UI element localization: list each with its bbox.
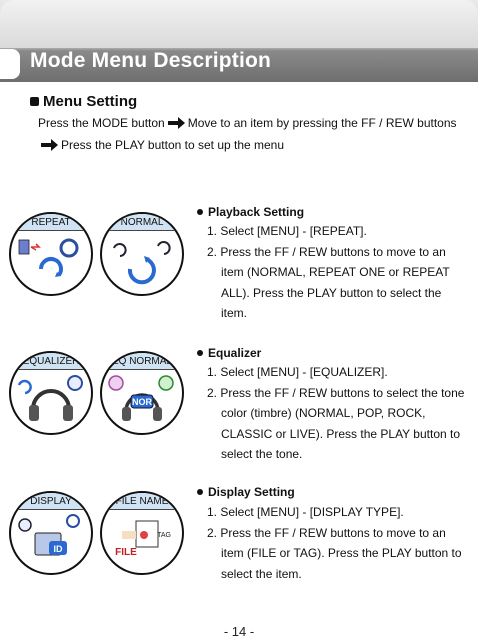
- screen-caption: REPEAT: [11, 214, 91, 231]
- page-number: - 14 -: [223, 624, 255, 639]
- step-2-line-1: 2. Press the FF / REW buttons to move to…: [207, 525, 446, 540]
- display-screens: DISPLAY ID FILE NAME FILE TAG: [9, 491, 184, 575]
- section-title-text: Menu Setting: [43, 93, 138, 110]
- step-2-line-4: item.: [221, 306, 248, 320]
- screen-file-name: FILE NAME FILE TAG: [100, 491, 184, 575]
- item-title-display: Display Setting: [197, 485, 295, 499]
- step-1: 1. Select [MENU] - [REPEAT].: [207, 224, 367, 238]
- step-2-line-1: 2. Press the FF / REW buttons to move to…: [207, 244, 446, 259]
- arrow-right-icon: [167, 117, 185, 129]
- square-bullet-icon: [30, 97, 39, 106]
- step-2-line-2: item (FILE or TAG). Press the PLAY butto…: [221, 546, 462, 560]
- step-2-line-4: select the tone.: [221, 447, 303, 461]
- equalizer-icon: NOR: [108, 375, 174, 421]
- screen-normal: NORMAL: [100, 212, 184, 296]
- step-2-line-2: color (timbre) (NORMAL, POP, ROCK,: [221, 406, 426, 420]
- intro-line-2: Press the PLAY button to set up the menu: [38, 138, 284, 152]
- item-title-text: Playback Setting: [208, 205, 305, 219]
- equalizer-steps: 1. Select [MENU] - [EQUALIZER]. 2. Press…: [207, 362, 464, 465]
- step-1: 1. Select [MENU] - [EQUALIZER].: [207, 365, 388, 379]
- id-badge: ID: [54, 544, 64, 554]
- step-2-line-3: CLASSIC or LIVE). Press the PLAY button …: [221, 426, 461, 441]
- step-2-line-3: select the item.: [221, 566, 302, 581]
- screen-caption: EQ NORMAL: [102, 353, 182, 370]
- headphone-icon: [17, 375, 83, 421]
- screen-caption: EQUALIZER: [11, 353, 91, 370]
- bullet-icon: [197, 350, 203, 356]
- intro-text-c: Press the PLAY button to set up the menu: [61, 138, 285, 152]
- nor-badge: NOR: [132, 397, 153, 407]
- file-tag-icon: FILE TAG: [115, 520, 171, 558]
- intro-text-a: Press the MODE button: [38, 116, 165, 130]
- display-steps: 1. Select [MENU] - [DISPLAY TYPE]. 2. Pr…: [207, 502, 462, 584]
- arrow-right-icon: [41, 139, 58, 151]
- step-1: 1. Select [MENU] - [DISPLAY TYPE].: [207, 505, 404, 519]
- playback-steps: 1. Select [MENU] - [REPEAT]. 2. Press th…: [207, 221, 450, 324]
- step-2-line-3: ALL). Press the PLAY button to select th…: [221, 285, 442, 300]
- screen-caption: DISPLAY: [11, 493, 91, 510]
- screen-equalizer: EQUALIZER: [9, 351, 93, 435]
- screen-caption: FILE NAME: [102, 493, 182, 510]
- display-icon: ID: [18, 514, 80, 556]
- file-badge: FILE: [115, 547, 137, 558]
- bullet-icon: [197, 209, 203, 215]
- item-title-playback: Playback Setting: [197, 205, 304, 219]
- intro-line-1: Press the MODE button Move to an item by…: [38, 116, 457, 130]
- screen-repeat: REPEAT: [9, 212, 93, 296]
- bullet-icon: [197, 489, 203, 495]
- header-top-strip: [0, 0, 478, 48]
- equalizer-screens: EQUALIZER EQ NORMAL NOR: [9, 351, 184, 435]
- screen-display: DISPLAY ID: [9, 491, 93, 575]
- tag-badge: TAG: [157, 532, 171, 539]
- step-2-line-2: item (NORMAL, REPEAT ONE or REPEAT: [221, 265, 450, 279]
- section-title: Menu Setting: [30, 93, 137, 110]
- intro-text-b: Move to an item by pressing the FF / REW…: [187, 116, 457, 130]
- step-2-line-1: 2. Press the FF / REW buttons to select …: [207, 385, 465, 400]
- playback-screens: REPEAT NORMAL: [9, 212, 184, 296]
- repeat-normal-icon: [113, 241, 171, 285]
- item-title-equalizer: Equalizer: [197, 346, 261, 360]
- header-accent: [0, 49, 20, 79]
- repeat-icon: [18, 238, 79, 277]
- screen-eq-normal: EQ NORMAL NOR: [100, 351, 184, 435]
- page-title: Mode Menu Description: [30, 49, 272, 72]
- item-title-text: Display Setting: [208, 485, 295, 499]
- item-title-text: Equalizer: [208, 346, 262, 360]
- screen-caption: NORMAL: [102, 214, 182, 231]
